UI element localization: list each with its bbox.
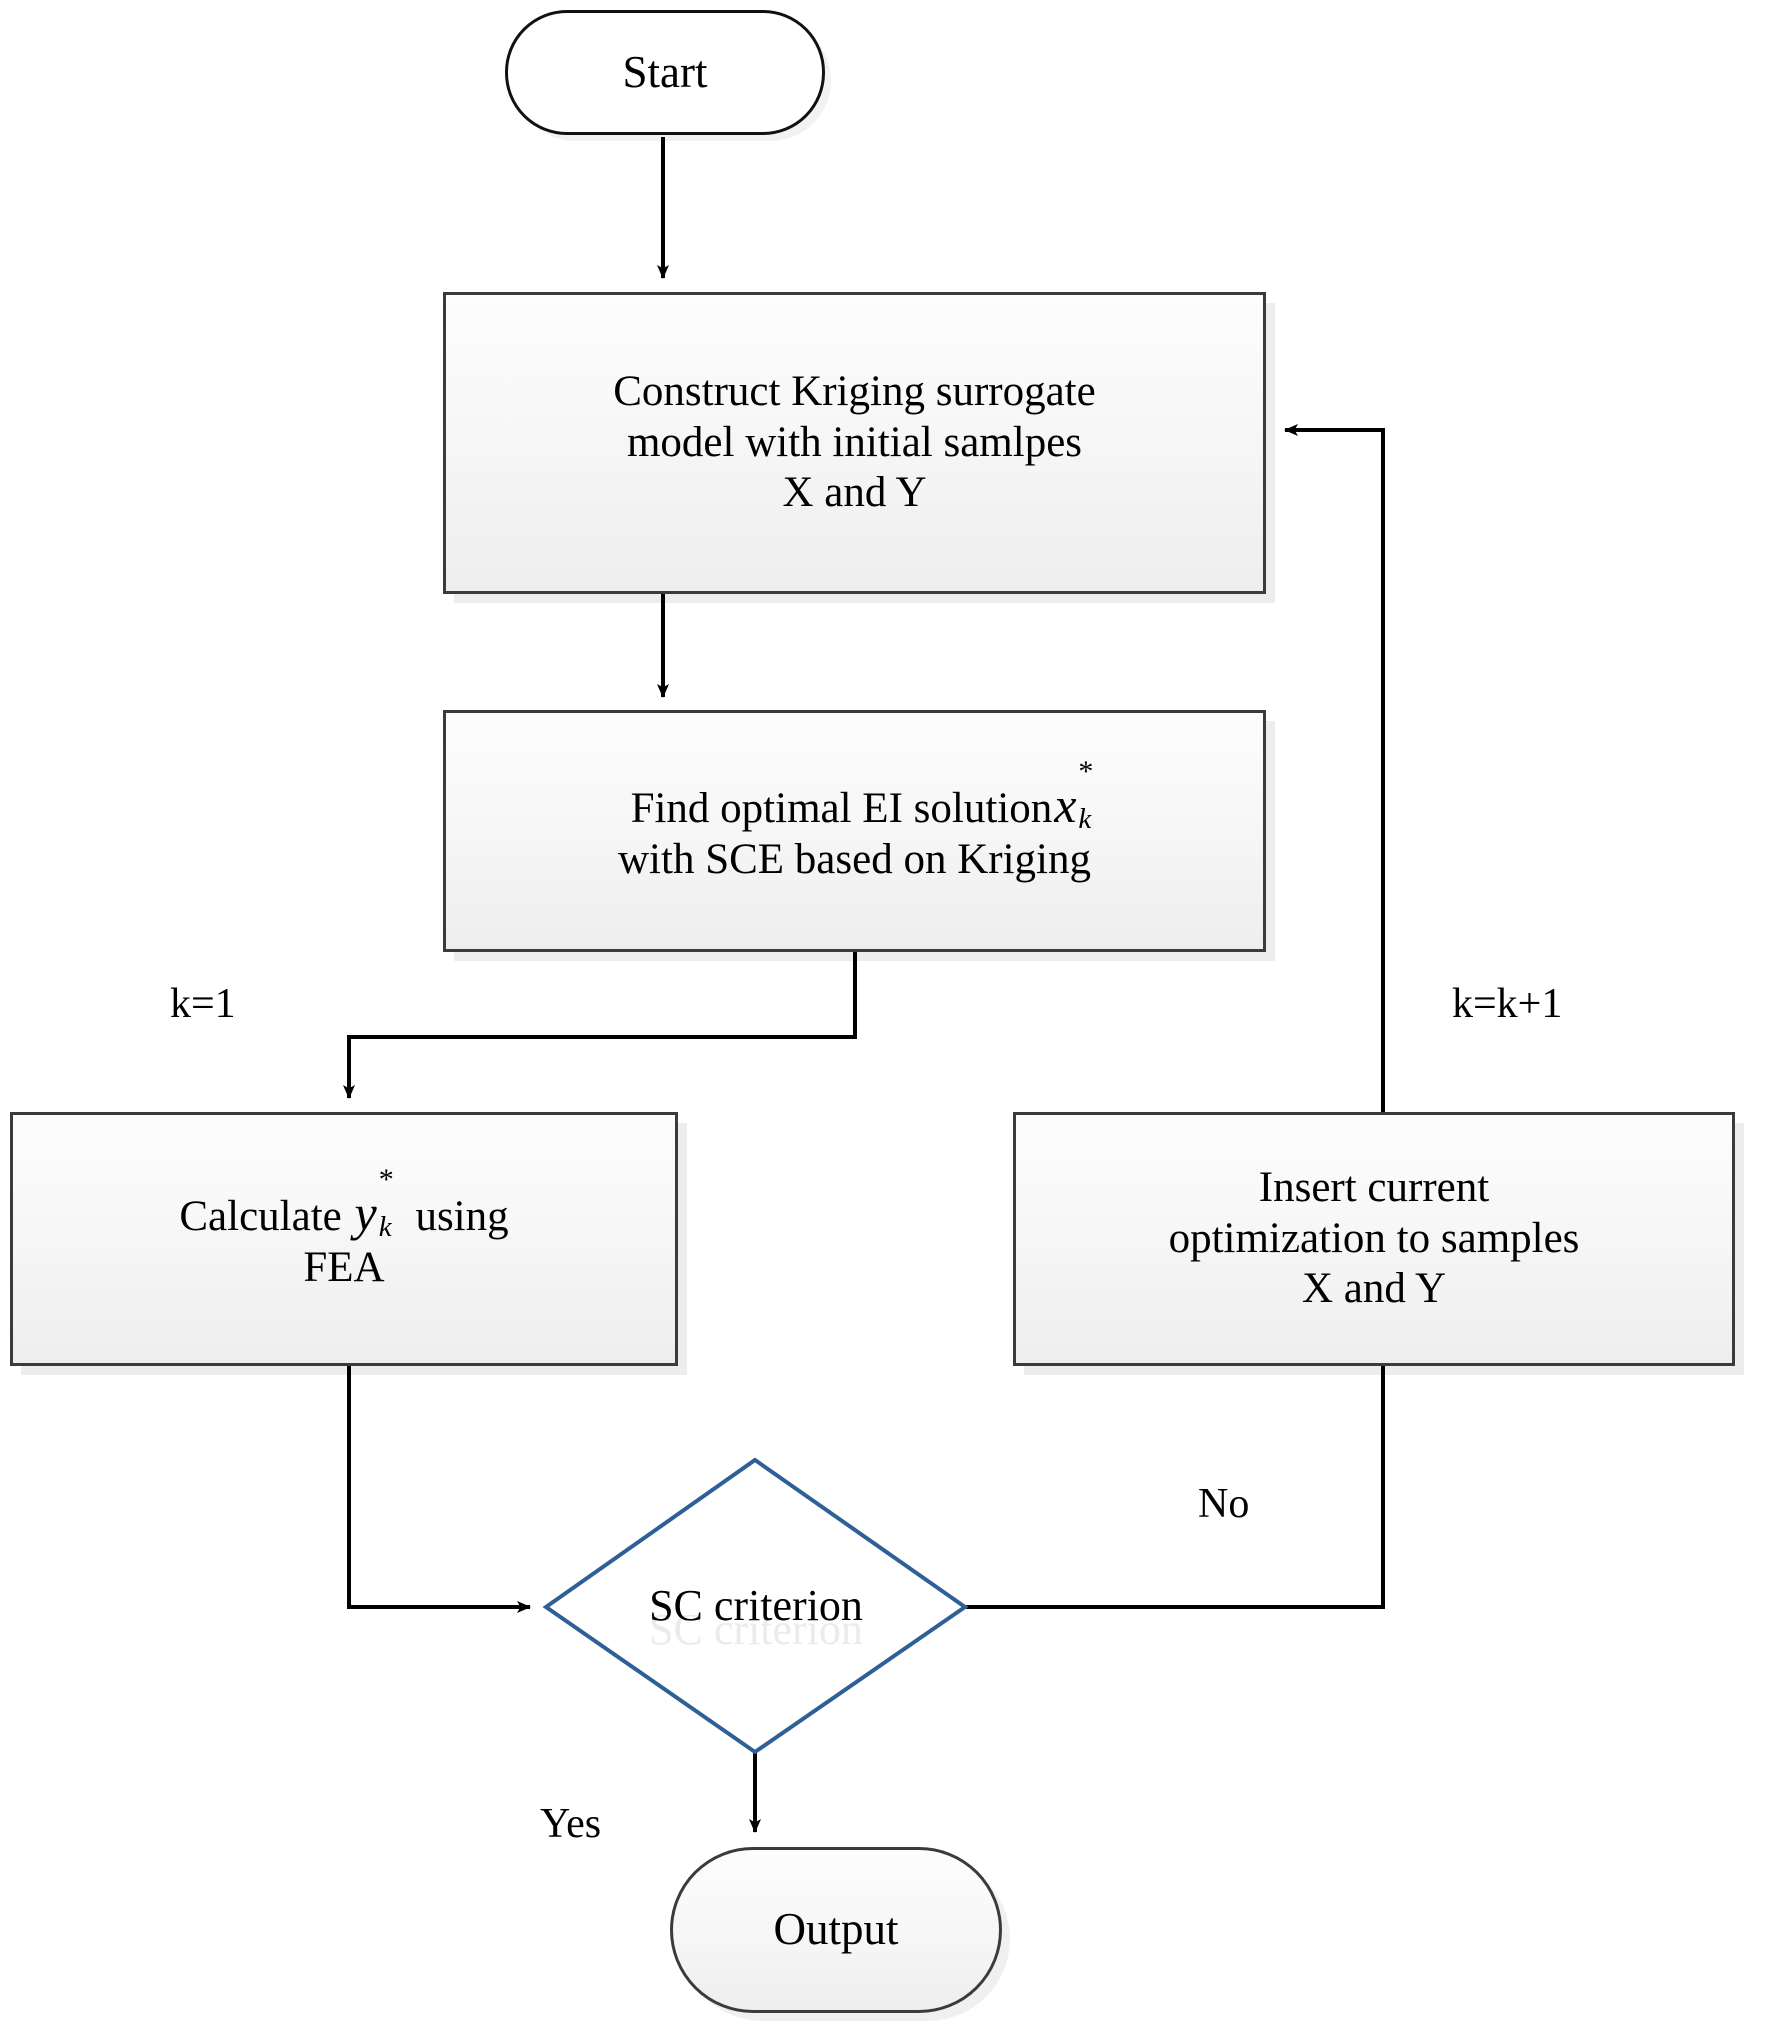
calculate-variable-y-subscript: k bbox=[378, 1211, 392, 1244]
construct-line-2: model with initial samlpes bbox=[626, 418, 1083, 466]
edge-findei-to-calculate bbox=[343, 952, 857, 1099]
construct-line-1: Construct Kriging surrogate bbox=[613, 367, 1096, 415]
node-start[interactable]: Start bbox=[505, 10, 825, 135]
findei-variable-x: x* k bbox=[1052, 755, 1093, 835]
node-decision-sc-criterion[interactable]: SC criterion SC criterion bbox=[546, 1560, 966, 1656]
node-find-optimal-ei-text: Find optimal EI solutionx* k with SCE bas… bbox=[446, 755, 1263, 886]
insert-line-3: X and Y bbox=[1301, 1265, 1447, 1313]
node-construct-kriging-text: Construct Kriging surrogate model with i… bbox=[446, 367, 1263, 519]
calculate-line-1-prefix: Calculate bbox=[179, 1193, 353, 1241]
findei-line-1-text: Find optimal EI solution bbox=[630, 785, 1053, 833]
findei-line-1: Find optimal EI solutionx* k bbox=[456, 755, 1253, 835]
node-calculate-fea[interactable]: Calculate y* k using FEA bbox=[10, 1112, 678, 1366]
calculate-line-1: Calculate y* k using bbox=[23, 1163, 665, 1243]
node-calculate-fea-text: Calculate y* k using FEA bbox=[13, 1163, 675, 1294]
edge-label-yes: Yes bbox=[540, 1801, 602, 1847]
calculate-line-2: FEA bbox=[303, 1244, 385, 1292]
node-output-label: Output bbox=[773, 1904, 899, 1955]
findei-variable-x-subscript: k bbox=[1078, 803, 1092, 836]
node-start-label: Start bbox=[622, 46, 708, 97]
edge-label-k-increment: k=k+1 bbox=[1452, 981, 1563, 1027]
edge-label-k-init: k=1 bbox=[170, 981, 236, 1027]
node-find-optimal-ei[interactable]: Find optimal EI solutionx* k with SCE bas… bbox=[443, 710, 1266, 952]
decision-label: SC criterion bbox=[649, 1581, 863, 1630]
calculate-variable-y: y* k bbox=[352, 1163, 393, 1243]
decision-ghost-label: SC criterion bbox=[649, 1605, 863, 1654]
edge-insert-to-construct bbox=[1284, 424, 1385, 1112]
node-insert-samples-text: Insert current optimization to samples X… bbox=[1016, 1163, 1732, 1315]
construct-line-3: X and Y bbox=[782, 469, 927, 517]
calculate-variable-y-base: y bbox=[354, 1185, 377, 1242]
edge-calculate-to-decision bbox=[347, 1366, 531, 1613]
calculate-variable-y-superscript: * bbox=[378, 1163, 394, 1197]
node-construct-kriging[interactable]: Construct Kriging surrogate model with i… bbox=[443, 292, 1266, 594]
findei-line-2: with SCE based on Kriging bbox=[618, 836, 1091, 884]
edge-label-no: No bbox=[1198, 1481, 1250, 1527]
insert-line-1: Insert current bbox=[1258, 1163, 1490, 1211]
node-insert-samples[interactable]: Insert current optimization to samples X… bbox=[1013, 1112, 1735, 1366]
insert-line-2: optimization to samples bbox=[1168, 1214, 1580, 1262]
findei-variable-x-superscript: * bbox=[1078, 755, 1094, 789]
calculate-line-1-suffix: using bbox=[404, 1193, 509, 1241]
node-output[interactable]: Output bbox=[670, 1847, 1002, 2013]
findei-variable-x-base: x bbox=[1054, 777, 1077, 834]
